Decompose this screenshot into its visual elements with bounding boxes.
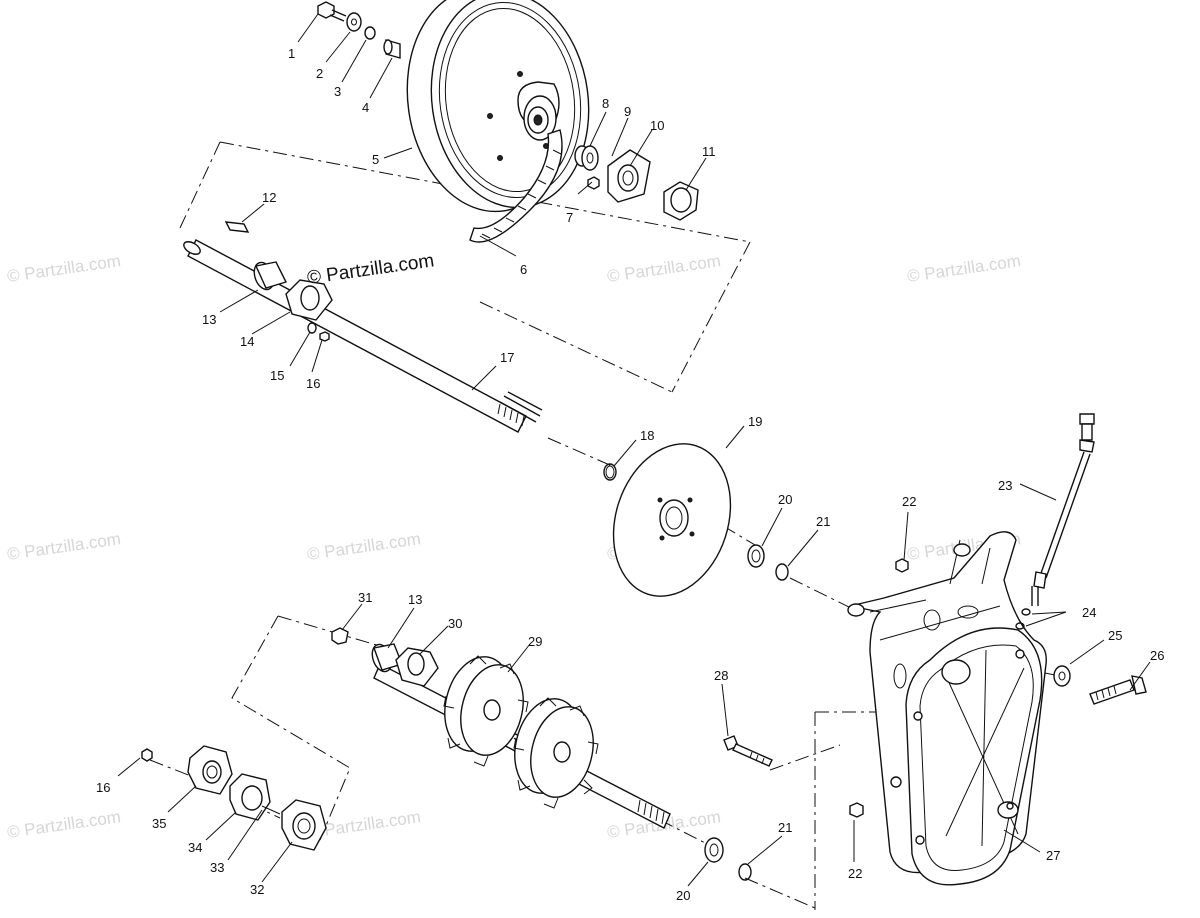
leader-lines [117,13,1151,887]
nut-22a [895,558,909,573]
watermark: © Partzilla.com [6,807,122,842]
oring-21a [775,563,789,581]
callout-16a: 16 [306,376,320,391]
watermark: © Partzilla.com [306,529,422,564]
callout-14: 14 [240,334,254,349]
callout-4: 4 [362,100,369,115]
watermark-group: © Partzilla.com © Partzilla.com © Partzi… [6,251,1022,842]
gasket-34 [229,773,271,821]
watermark: © Partzilla.com [6,251,122,286]
callout-34: 34 [188,840,202,855]
bolt-7 [587,176,600,190]
nut-22b [849,802,864,818]
flange-30 [395,647,439,687]
key-12 [224,221,250,233]
dipstick-23 [1031,413,1095,606]
callout-26: 26 [1150,648,1164,663]
clips-24 [1015,608,1031,630]
washer-25 [1053,665,1071,687]
callout-19: 19 [748,414,762,429]
callout-13a: 13 [202,312,216,327]
callout-15: 15 [270,368,284,383]
callout-16b: 16 [96,780,110,795]
callout-20a: 20 [778,492,792,507]
callout-13b: 13 [408,592,422,607]
watermark: © Partzilla.com [6,529,122,564]
nut-16b [141,748,153,762]
flange-32 [281,799,327,851]
bolt-1 [317,1,347,22]
flange-10 [607,149,651,203]
circlip-18 [603,463,617,481]
callout-35: 35 [152,816,166,831]
watermark: © Partzilla.com [606,251,722,286]
drive-pulley-5 [406,0,590,213]
pin-33 [261,805,281,815]
bearing-8 [574,145,599,171]
callout-8: 8 [602,96,609,111]
callout-1: 1 [288,46,295,61]
flange-35 [187,745,233,795]
callout-20b: 20 [676,888,690,903]
callout-22a: 22 [902,494,916,509]
callout-29: 29 [528,634,542,649]
callout-25: 25 [1108,628,1122,643]
callout-17: 17 [500,350,514,365]
bolt-31 [331,627,349,645]
callout-31: 31 [358,590,372,605]
main-watermark: © Partzilla.com [306,250,436,289]
bearing-13b [371,643,403,673]
callout-12: 12 [262,190,276,205]
drive-chain-6 [469,129,563,243]
flange-14 [285,279,333,321]
callout-9: 9 [624,104,631,119]
callout-21a: 21 [816,514,830,529]
callout-5: 5 [372,152,379,167]
callout-22b: 22 [848,866,862,881]
callout-27: 27 [1046,848,1060,863]
callout-30: 30 [448,616,462,631]
watermark: © Partzilla.com [906,251,1022,286]
callout-24: 24 [1082,605,1096,620]
callout-11: 11 [702,144,716,159]
callout-3: 3 [334,84,341,99]
callout-28: 28 [714,668,728,683]
chaincase-cover [890,627,1043,886]
callout-10: 10 [650,118,664,133]
washer-3 [364,26,376,40]
callout-7: 7 [566,210,573,225]
drive-shaft-29 [373,655,671,829]
spacer-4 [383,39,401,59]
callout-labels: 1 2 3 4 5 6 7 8 9 10 11 12 13 14 15 16 1… [96,46,1164,903]
brake-disc-19 [612,443,732,597]
callout-21b: 21 [778,820,792,835]
washer-2 [346,12,362,32]
oring-21b [738,863,752,881]
bearing-13a [253,261,287,291]
callout-18: 18 [640,428,654,443]
shaft-17 [183,239,543,433]
washer-15 [307,322,317,334]
nut-16a [319,331,330,342]
seal-20a [747,544,765,568]
callout-6: 6 [520,262,527,277]
callout-32: 32 [250,882,264,897]
flange-11 [663,181,699,221]
callout-2: 2 [316,66,323,81]
seal-20b [704,837,724,863]
bolt-28 [723,735,773,767]
callout-33: 33 [210,860,224,875]
callout-23: 23 [998,478,1012,493]
